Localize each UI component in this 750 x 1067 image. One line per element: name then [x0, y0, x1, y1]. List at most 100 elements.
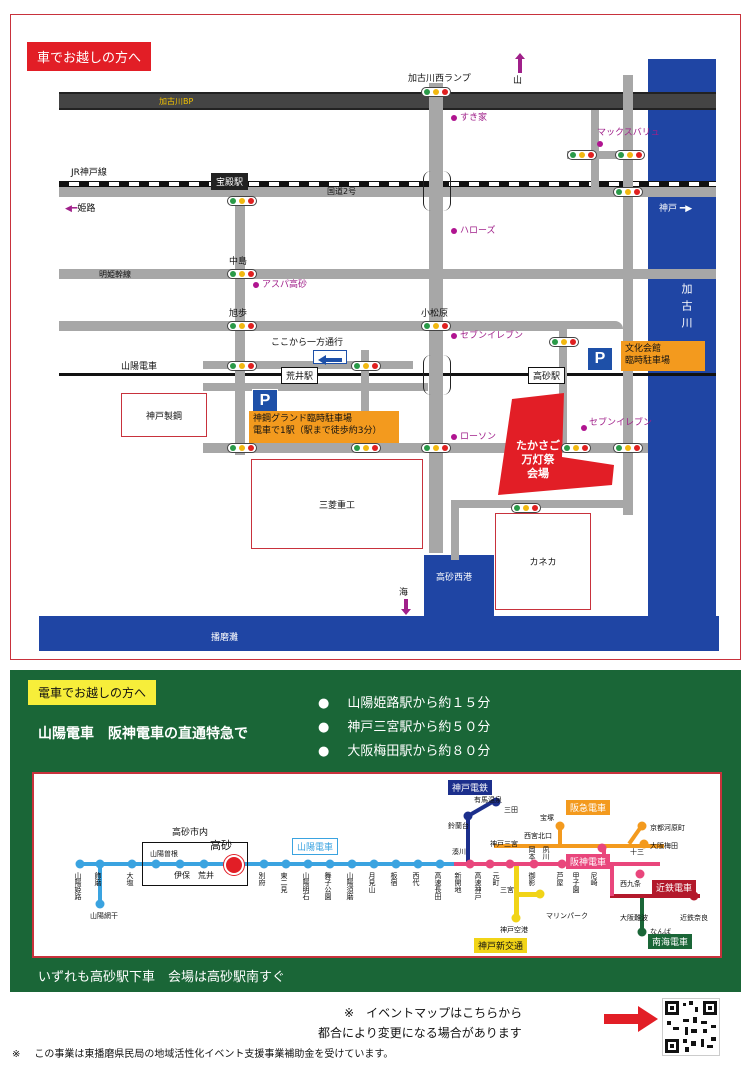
st-label-nara: 近鉄奈良: [680, 914, 708, 922]
station-dot: [175, 859, 185, 869]
signal: [615, 150, 645, 160]
note-mark: ※: [344, 1006, 355, 1020]
st-label-airport: 神戸空港: [500, 926, 528, 934]
poi-seven2: セブンイレブン: [589, 418, 653, 428]
train-heading: 電車でお越しの方へ: [28, 680, 157, 705]
signal: [227, 361, 257, 371]
map-note-line1: ※イベントマップはこちらから: [318, 1003, 522, 1023]
station-dot: [281, 859, 291, 869]
kobe-dentetsu-line: [466, 814, 470, 862]
station-dot: [597, 843, 607, 853]
station-dot: [529, 859, 539, 869]
signal: [567, 150, 597, 160]
route-diagram: 高砂市内 高砂: [32, 772, 722, 958]
time-sannomiya: ● 神戸三宮駅から約５０分: [318, 716, 490, 740]
signal: [421, 443, 451, 453]
shinkotsu-branch: [514, 892, 540, 897]
st-label-mikage: 御影: [528, 872, 536, 886]
one-way-label: ここから一方通行: [271, 338, 344, 348]
zone-mitsubishi: 三菱重工: [251, 459, 423, 549]
meihime-road: [59, 269, 716, 279]
signal: [613, 443, 643, 453]
sea-arrow-icon: [401, 599, 411, 619]
time-umeda-text: 大阪梅田駅から約８０分: [347, 744, 491, 759]
st-label-arai: 荒井: [198, 871, 214, 880]
right-arrow-icon: [604, 1006, 658, 1036]
poi-seven1-icon: [451, 333, 457, 339]
route2-label: 国道2号: [327, 187, 357, 196]
venue: たかさご 万灯祭 会場: [498, 391, 628, 497]
station-dot: [465, 859, 475, 869]
ramp-label: 加古川西ランプ: [408, 74, 471, 84]
takasago-station-icon: [224, 855, 244, 875]
station-dot: [689, 891, 699, 901]
bullet-icon: ●: [318, 720, 330, 735]
chip-hankyu: 阪急電車: [566, 800, 611, 815]
train-section: 電車でお越しの方へ 山陽電車 阪神電車の直通特急で ●山陽姫路駅から約１５分 ●…: [10, 670, 741, 992]
signal: [351, 361, 381, 371]
parking-bunka-box: 文化会館 臨時駐車場: [621, 341, 705, 371]
short-vertical-road: [361, 350, 369, 450]
station-hoden: 宝殿駅: [211, 173, 249, 190]
east-vertical-road: [623, 75, 633, 515]
parking-icon-shinko: P: [252, 389, 278, 413]
kobe-direction: 神戸 ━▶: [659, 201, 692, 214]
station-takasago: 高砂駅: [528, 367, 566, 384]
kintetsu-connector: [610, 864, 614, 896]
st-label-ashiya: 芦屋: [556, 872, 564, 886]
qr-code-icon[interactable]: [662, 998, 720, 1056]
station-dot: [511, 913, 521, 923]
time-himeji: ●山陽姫路駅から約１５分: [318, 692, 490, 716]
time-sannomiya-text: 神戸三宮駅から約５０分: [347, 720, 491, 735]
left-arrow-icon: ◀━: [65, 204, 78, 214]
right-arrow-icon: ━▶: [677, 204, 693, 214]
station-dot: [391, 859, 401, 869]
label-asahi: 旭歩: [229, 309, 248, 319]
station-dot: [463, 811, 473, 821]
signal: [561, 443, 591, 453]
car-heading: 車でお越しの方へ: [26, 41, 153, 72]
st-label-itayado: 板宿: [390, 872, 398, 886]
chip-sanyo: 山陽電車: [292, 838, 339, 855]
st-label-maiko: 舞子公園: [324, 872, 332, 900]
station-dot: [535, 889, 545, 899]
st-label-arima: 有馬温泉: [474, 796, 502, 804]
st-label-kyoto: 京都河原町: [650, 824, 685, 832]
sea-label-direction: 海: [399, 588, 409, 598]
hankyu-takarazuka: [558, 824, 562, 846]
parking-bunka-line1: 文化会館: [625, 344, 662, 354]
st-label-iho: 伊保: [174, 871, 190, 880]
station-dot: [413, 859, 423, 869]
road-short-1: [203, 361, 413, 369]
signal: [227, 269, 257, 279]
signal: [511, 503, 541, 513]
poi-aspa: アスパ高砂: [262, 280, 308, 290]
poi-maxvalu-icon: [597, 141, 603, 147]
zone-kobe-steel: 神戸製鋼: [121, 393, 207, 437]
st-label-hanshin-sannomiya: 神戸三宮: [490, 840, 518, 848]
st-label-namba: なんば: [650, 928, 671, 936]
st-label-okamoto: 岡本: [528, 846, 536, 860]
subsidy-text: この事業は東播磨県民局の地域活性化イベント支援事業補助金を受けています。: [34, 1049, 394, 1060]
port-label: 高砂西港: [436, 573, 473, 583]
zone-kaneka: カネカ: [495, 513, 591, 610]
venue-line-1: たかさご: [516, 439, 560, 452]
st-label-oshio: 大塩: [126, 872, 134, 886]
map-note: ※イベントマップはこちらから 都合により変更になる場合があります: [318, 1003, 522, 1043]
train-times: ●山陽姫路駅から約１５分 ● 神戸三宮駅から約５０分 ● 大阪梅田駅から約８０分: [318, 692, 490, 764]
st-label-umeda: 大阪梅田: [650, 842, 678, 850]
meihime-label: 明姫幹線: [99, 270, 131, 279]
st-label-amagasaki: 尼崎: [590, 872, 598, 886]
jr-track: [59, 181, 716, 187]
st-label-shukugawa: 夙川: [542, 846, 550, 860]
bypass-label: 加古川BP: [159, 97, 194, 106]
station-dot: [485, 859, 495, 869]
signal: [421, 87, 451, 97]
venue-ring-road-2: [451, 500, 631, 508]
st-label-suma: 山陽須磨: [346, 872, 354, 900]
st-label-nishidai: 西代: [412, 872, 420, 886]
station-dot: [369, 859, 379, 869]
jr-label: JR神戸線: [71, 168, 107, 178]
sanyo-track: [59, 373, 716, 376]
maxvalu-road-h: [567, 151, 633, 159]
